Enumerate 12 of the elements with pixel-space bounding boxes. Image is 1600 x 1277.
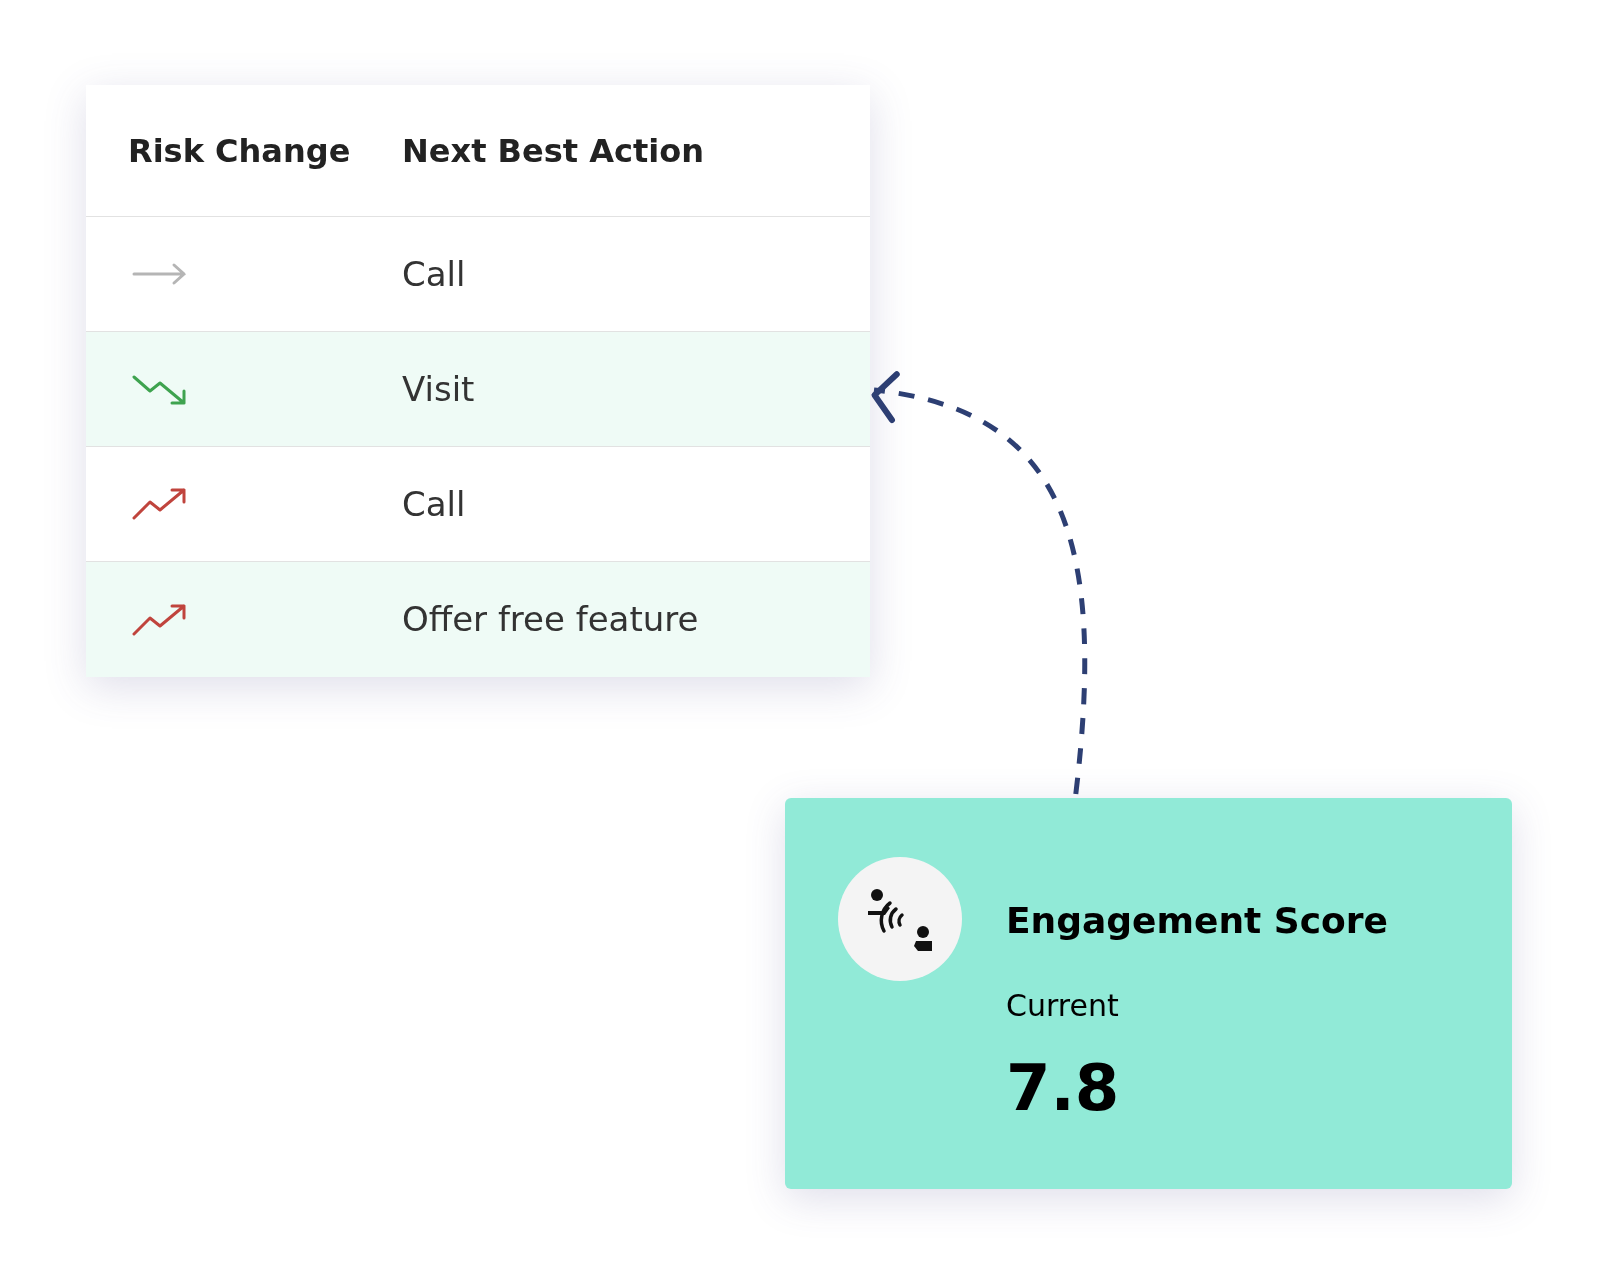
column-header: Risk Change xyxy=(128,130,351,172)
score-value: 7.8 xyxy=(1006,1050,1120,1127)
table-cell-text: Call xyxy=(402,482,466,526)
card-title: Engagement Score xyxy=(1006,899,1388,943)
score-label: Current xyxy=(1006,987,1119,1025)
dashed-arrow xyxy=(871,372,1088,795)
table-cell-text: Offer free feature xyxy=(402,598,699,641)
table-card xyxy=(86,85,870,677)
table-cell-text: Visit xyxy=(402,367,475,411)
table-cell-text: Call xyxy=(402,252,466,296)
score-card xyxy=(785,798,1512,1189)
column-header: Next Best Action xyxy=(402,130,704,172)
